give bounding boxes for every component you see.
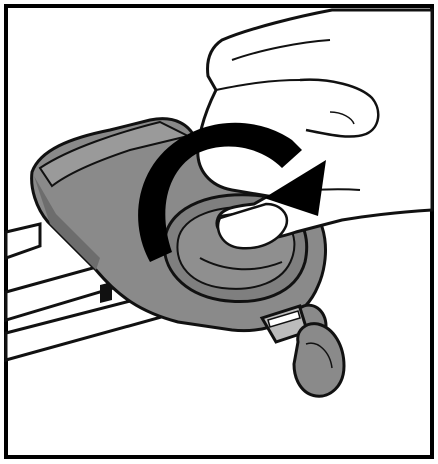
- illustration-frame: [0, 0, 438, 464]
- illustration-canvas: [0, 0, 438, 464]
